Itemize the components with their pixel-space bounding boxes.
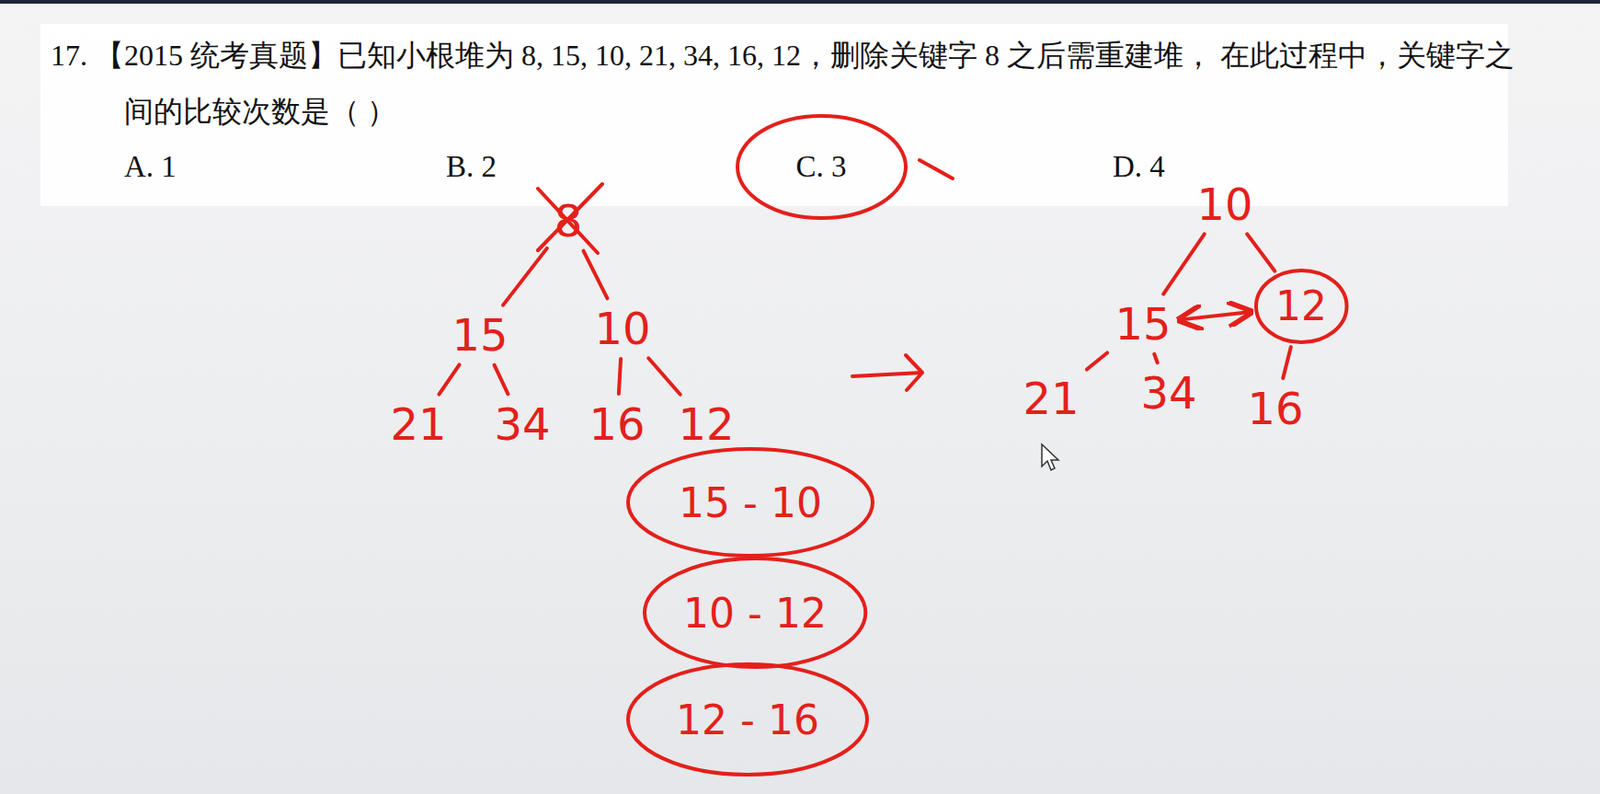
node-text: C. 3 — [795, 149, 846, 184]
heap-key: 15 — [445, 307, 514, 363]
node-text: 34 — [1140, 366, 1197, 419]
question-title: 17. 【2015 统考真题】已知小根堆为 8, 15, 10, 21, 34,… — [50, 27, 1522, 140]
node-text: 10 — [1196, 178, 1253, 230]
tree-edge — [1154, 354, 1158, 363]
heap-key: 15 — [1108, 296, 1177, 352]
heap-key: 8 — [548, 193, 589, 249]
node-text: 21 — [389, 398, 446, 450]
node-text: 15 - 10 — [678, 479, 823, 526]
mouse-cursor — [1041, 444, 1059, 470]
option-label: A. 1 — [124, 149, 177, 184]
option-label: B. 2 — [445, 149, 497, 184]
heap-key: 10 — [1190, 176, 1258, 232]
tree-edge — [502, 248, 548, 306]
tick-mark — [919, 160, 953, 179]
node-text: 16 — [588, 398, 645, 450]
node-text: 34 — [493, 398, 550, 450]
heap-key: 34 — [1134, 365, 1202, 421]
circled-note: 15 - 10 — [625, 445, 876, 559]
node-text: 12 — [677, 398, 734, 450]
heap-key: 12 — [672, 396, 740, 452]
circled-note: 12 - 16 — [625, 661, 870, 778]
node-text: 12 - 16 — [675, 696, 820, 743]
node-text: 10 - 12 — [683, 589, 827, 637]
heap-key: 16 — [582, 396, 651, 452]
node-text: 12 — [1275, 282, 1327, 330]
tree-edge — [618, 358, 621, 394]
circled-note: 10 - 12 — [641, 555, 869, 670]
tree-edge — [438, 364, 459, 394]
node-text: 21 — [1022, 372, 1079, 424]
tree-edge — [1163, 233, 1205, 294]
circled-note: C. 3 — [734, 113, 909, 221]
circled-note: 12 — [1253, 267, 1350, 345]
transform-arrow — [852, 354, 923, 390]
heap-key: 16 — [1241, 380, 1309, 436]
tree-edge — [494, 365, 509, 395]
swap-arrow — [1179, 311, 1252, 320]
heap-key: 21 — [1017, 370, 1085, 426]
tree-edge — [1282, 346, 1292, 378]
tree-edge — [582, 251, 607, 299]
node-text: 10 — [594, 302, 651, 355]
node-text: 16 — [1246, 382, 1303, 435]
node-text: 15 — [1114, 297, 1171, 350]
top-bar — [0, 0, 1600, 4]
node-text: 15 — [451, 308, 508, 361]
tree-edge — [1086, 352, 1108, 369]
tree-edge — [1246, 233, 1275, 271]
node-text: 8 — [554, 194, 583, 247]
strike-mark — [537, 183, 603, 253]
tree-edge — [648, 357, 681, 394]
option-label: D. 4 — [1112, 149, 1166, 184]
heap-key: 34 — [488, 396, 556, 452]
heap-key: 21 — [384, 396, 452, 452]
heap-key: 10 — [588, 300, 656, 356]
